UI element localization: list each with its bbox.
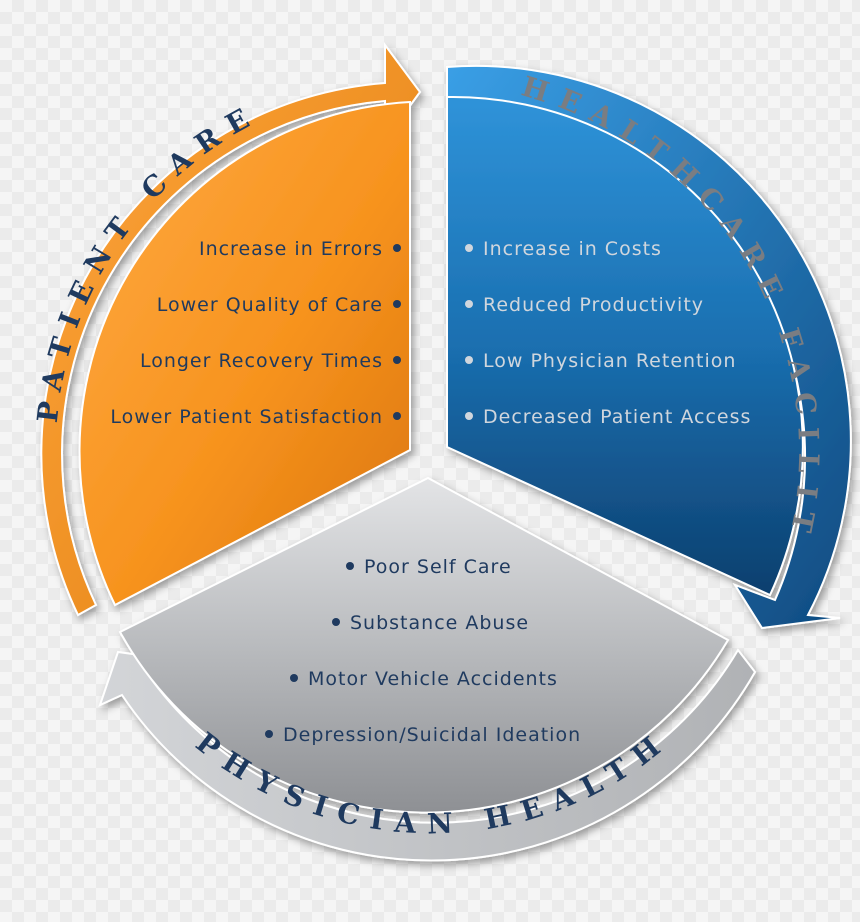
bullet-icon bbox=[332, 618, 340, 626]
list-item: Poor Self Care bbox=[364, 556, 512, 578]
list-item: Longer Recovery Times bbox=[140, 350, 383, 372]
list-item: Lower Patient Satisfaction bbox=[110, 406, 383, 428]
bullet-icon bbox=[265, 730, 273, 738]
bullet-icon bbox=[465, 412, 473, 420]
bullet-icon bbox=[465, 300, 473, 308]
list-item: Motor Vehicle Accidents bbox=[308, 668, 558, 690]
list-item: Depression/Suicidal Ideation bbox=[283, 724, 581, 746]
list-item: Reduced Productivity bbox=[483, 294, 704, 316]
healthcare-facilities-body bbox=[446, 95, 804, 597]
bullet-icon bbox=[290, 674, 298, 682]
physician-health-body bbox=[118, 476, 730, 814]
list-item: Low Physician Retention bbox=[483, 350, 736, 372]
bullet-icon bbox=[465, 356, 473, 364]
bullet-icon bbox=[393, 412, 401, 420]
patient-care-arrow-band bbox=[40, 41, 422, 617]
list-item: Lower Quality of Care bbox=[157, 294, 383, 316]
bullet-icon bbox=[393, 244, 401, 252]
physician-health-items: Poor Self Care Substance Abuse Motor Veh… bbox=[265, 556, 581, 746]
list-item: Increase in Errors bbox=[199, 238, 383, 260]
patient-care-body bbox=[78, 100, 411, 607]
bullet-icon bbox=[465, 244, 473, 252]
bullet-icon bbox=[393, 300, 401, 308]
patient-care-segment bbox=[40, 41, 422, 617]
list-item: Increase in Costs bbox=[483, 238, 662, 260]
list-item: Substance Abuse bbox=[350, 612, 529, 634]
physician-health-segment bbox=[98, 476, 757, 862]
bullet-icon bbox=[346, 562, 354, 570]
healthcare-facilities-segment bbox=[446, 64, 852, 630]
healthcare-facilities-items: Increase in Costs Reduced Productivity L… bbox=[465, 238, 751, 428]
patient-care-items: Increase in Errors Lower Quality of Care… bbox=[110, 238, 401, 428]
bullet-icon bbox=[393, 356, 401, 364]
physician-health-arrow-band bbox=[98, 648, 757, 862]
list-item: Decreased Patient Access bbox=[483, 406, 751, 428]
